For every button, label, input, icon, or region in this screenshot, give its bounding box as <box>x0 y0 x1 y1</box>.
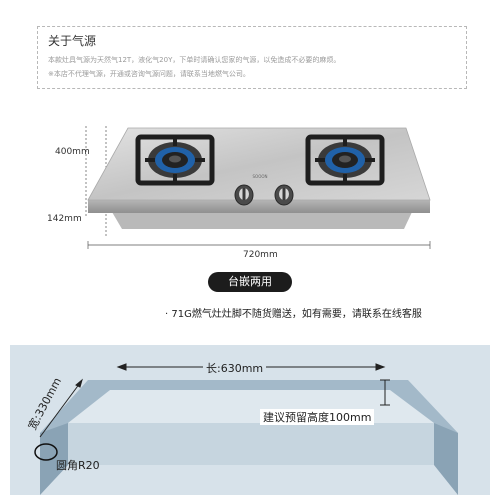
notice-line-2: ※本店不代理气源，开通或咨询气源问题，请联系当地燃气公司。 <box>48 70 250 78</box>
width-label: 720mm <box>243 250 278 260</box>
cutout-length-label: 长:630mm <box>203 360 267 376</box>
right-knob-icon <box>274 184 294 206</box>
left-knob-icon <box>234 184 254 206</box>
cooktop-underbody <box>112 212 412 229</box>
notice-title: 关于气源 <box>48 34 97 48</box>
height-label: 142mm <box>47 214 82 224</box>
notice-line-1: 本款灶具气源为天然气12T，液化气20Y，下单时请确认您家的气源，以免造成不必要… <box>48 56 341 64</box>
cooktop-front-edge <box>88 200 430 213</box>
left-burner <box>135 134 215 186</box>
corner-radius-label: 圆角R20 <box>56 459 100 472</box>
cutout-panel: 长:630mm 宽:330mm 圆角R20 建议预留高度100mm <box>10 345 490 495</box>
depth-label: 400mm <box>55 147 90 157</box>
dimension-lines <box>85 126 431 249</box>
right-burner <box>305 134 385 186</box>
gift-note: · 71G燃气灶灶脚不随货赠送，如有需要，请联系在线客服 <box>165 309 422 320</box>
brand-logo: SOOON <box>253 174 268 179</box>
install-type-badge: 台嵌两用 <box>208 272 292 292</box>
gas-source-notice: 关于气源 本款灶具气源为天然气12T，液化气20Y，下单时请确认您家的气源，以免… <box>37 26 467 89</box>
cooktop-illustration: SOOON <box>85 126 431 249</box>
corner-radius-marker <box>34 443 58 461</box>
height-recommendation: 建议预留高度100mm <box>260 409 375 425</box>
